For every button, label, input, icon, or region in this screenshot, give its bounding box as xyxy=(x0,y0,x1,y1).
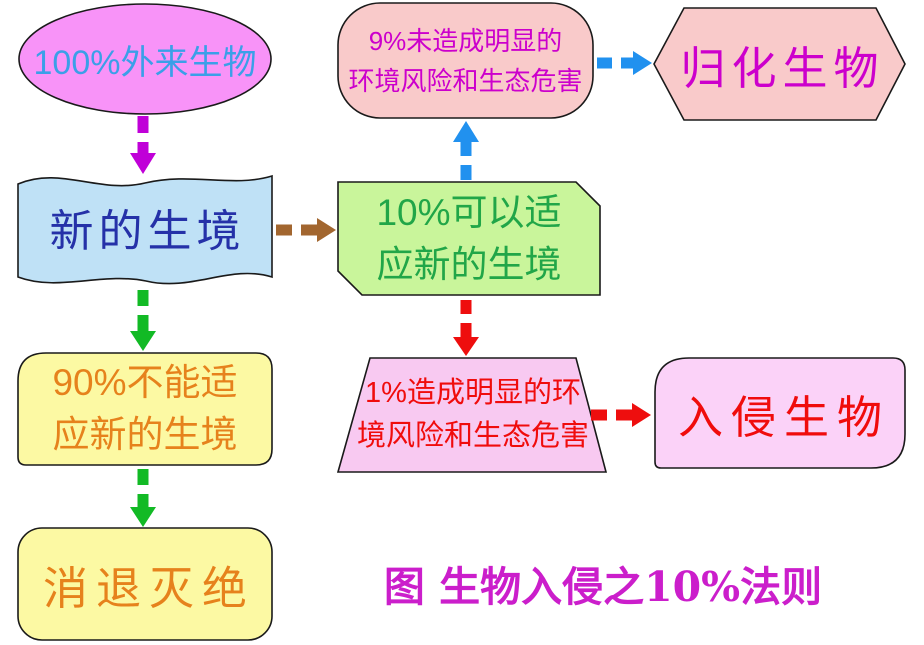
adapt-box xyxy=(337,181,601,296)
arrow-no-harm-to-naturalized xyxy=(597,51,652,75)
arrow-origin-to-habitat xyxy=(130,116,156,174)
naturalized-hexagon xyxy=(653,7,906,121)
arrow-habitat-to-not-adapt xyxy=(130,290,156,351)
invasive-box xyxy=(654,357,906,469)
not-adapt-box xyxy=(17,352,273,466)
new-habitat-wavy-shape xyxy=(17,174,273,285)
origin-ellipse xyxy=(18,3,272,115)
no-harm-box xyxy=(337,2,594,119)
arrow-habitat-to-adapt xyxy=(276,218,336,242)
arrow-harm-to-invasive xyxy=(591,403,651,427)
arrow-adapt-to-harm xyxy=(453,300,479,356)
extinct-box xyxy=(17,527,273,641)
harm-trapezoid xyxy=(336,357,608,473)
arrow-adapt-to-no-harm xyxy=(453,121,479,180)
arrow-not-adapt-to-extinct xyxy=(130,469,156,527)
